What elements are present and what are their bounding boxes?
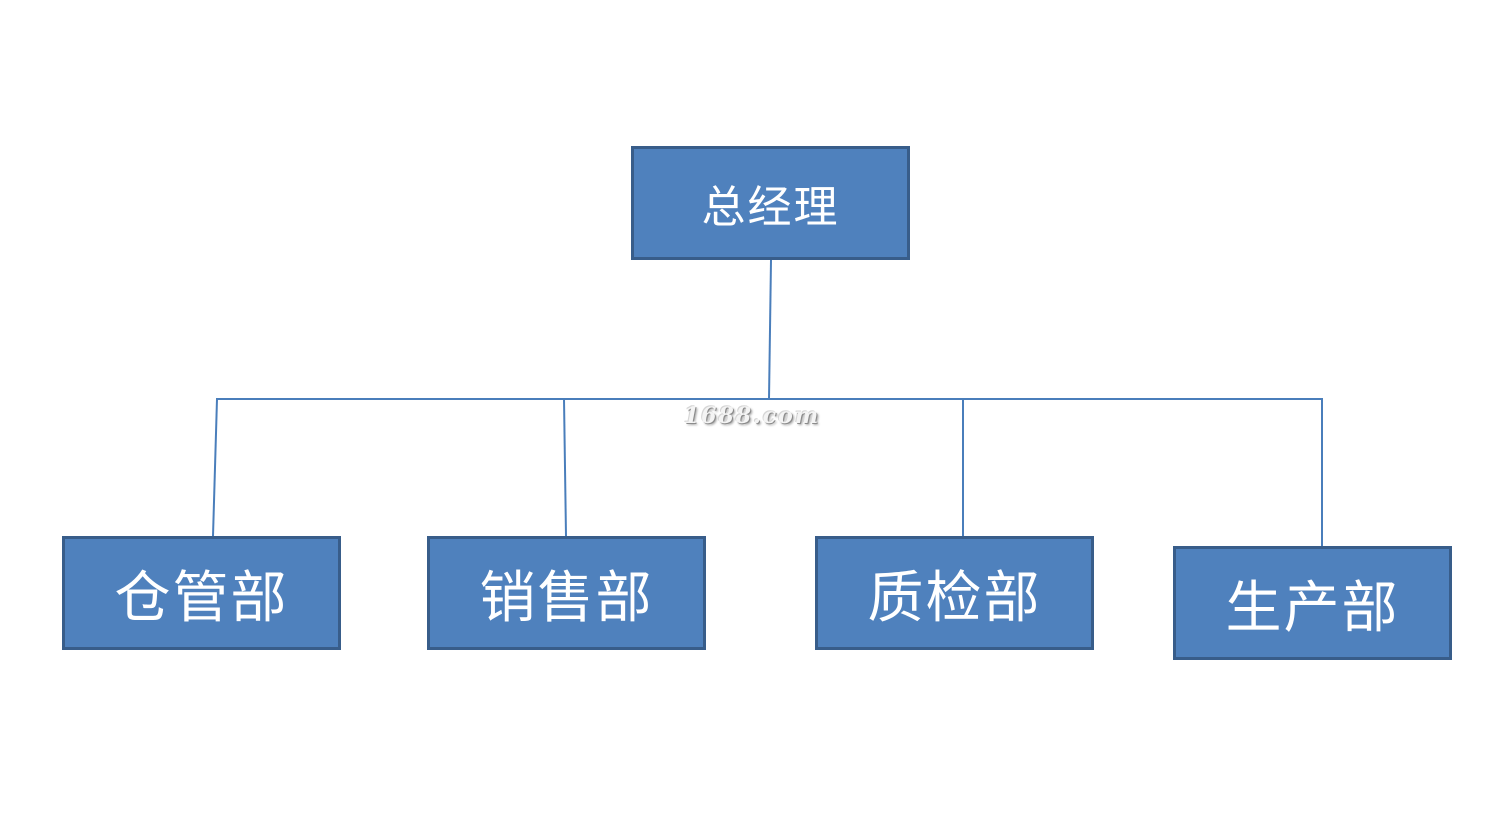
org-node-production-dept: 生产部 — [1173, 546, 1452, 660]
org-node-warehouse-dept: 仓管部 — [62, 536, 341, 650]
org-node-label: 仓管部 — [114, 565, 289, 631]
org-node-label: 销售部 — [479, 565, 654, 631]
org-node-quality-dept: 质检部 — [815, 536, 1094, 650]
connector-dept-2 — [563, 398, 567, 537]
org-node-general-manager: 总经理 — [631, 146, 910, 260]
org-node-label: 生产部 — [1225, 575, 1400, 641]
connector-root-down — [768, 259, 772, 400]
org-node-sales-dept: 销售部 — [427, 536, 706, 650]
connector-dept-1 — [212, 398, 218, 537]
org-node-label: 质检部 — [867, 565, 1042, 631]
watermark: 1688.com — [683, 403, 821, 429]
org-node-label: 总经理 — [701, 182, 840, 233]
